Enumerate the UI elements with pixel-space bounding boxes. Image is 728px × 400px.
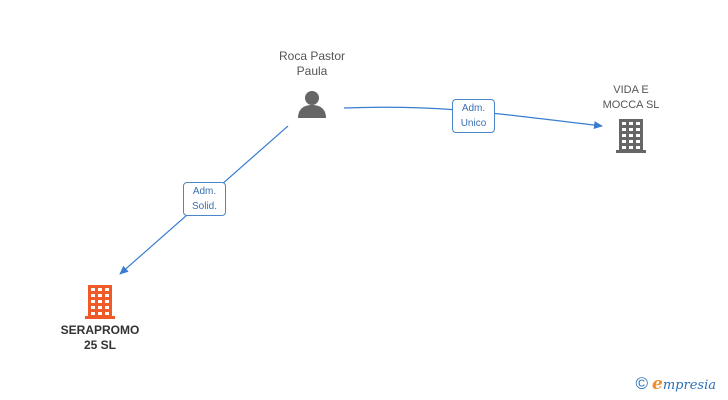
building-window bbox=[636, 134, 640, 137]
person-node-label[interactable]: Roca Pastor Paula bbox=[278, 49, 346, 78]
edge-badge-line1: Adm. bbox=[461, 103, 486, 114]
person-icon[interactable] bbox=[298, 91, 326, 118]
building-window bbox=[622, 122, 626, 125]
building-window bbox=[105, 306, 109, 309]
building-window bbox=[105, 294, 109, 297]
edge-badge-adm-solid[interactable]: Adm. Solid. bbox=[183, 182, 226, 216]
building-window bbox=[629, 134, 633, 137]
building-window bbox=[91, 288, 95, 291]
building-window bbox=[91, 294, 95, 297]
building-window bbox=[622, 134, 626, 137]
building-window bbox=[98, 288, 102, 291]
edge-badge-line1: Adm. bbox=[192, 186, 217, 197]
copyright-icon: © bbox=[635, 374, 649, 393]
empresia-logo: © empresia bbox=[636, 374, 717, 394]
building-window bbox=[91, 300, 95, 303]
edge-badge-line2: Solid. bbox=[191, 201, 217, 212]
building-window bbox=[629, 146, 633, 149]
building-window bbox=[636, 128, 640, 131]
building-window bbox=[636, 146, 640, 149]
building-window bbox=[622, 140, 626, 143]
building-window bbox=[91, 306, 95, 309]
serapromo-node-label[interactable]: SERAPROMO 25 SL bbox=[60, 323, 140, 352]
building-window bbox=[98, 294, 102, 297]
building-window bbox=[622, 146, 626, 149]
edge-badge-line2: Unico bbox=[460, 118, 487, 129]
building-window bbox=[105, 288, 109, 291]
edge-badge-adm-unico[interactable]: Adm. Unico bbox=[452, 99, 495, 133]
building-window bbox=[636, 140, 640, 143]
building-window bbox=[98, 312, 102, 315]
building-icon[interactable] bbox=[85, 285, 115, 319]
building-window bbox=[98, 306, 102, 309]
building-window bbox=[622, 128, 626, 131]
building-window bbox=[105, 300, 109, 303]
building-window bbox=[629, 140, 633, 143]
building-window bbox=[91, 312, 95, 315]
building-window bbox=[629, 128, 633, 131]
building-icon[interactable] bbox=[616, 119, 646, 153]
building-window bbox=[98, 300, 102, 303]
building-window bbox=[105, 312, 109, 315]
brand-wordmark: empresia bbox=[652, 374, 716, 394]
building-window bbox=[629, 122, 633, 125]
building-window bbox=[636, 122, 640, 125]
vida-node-label[interactable]: VIDA E MOCCA SL bbox=[602, 84, 660, 111]
